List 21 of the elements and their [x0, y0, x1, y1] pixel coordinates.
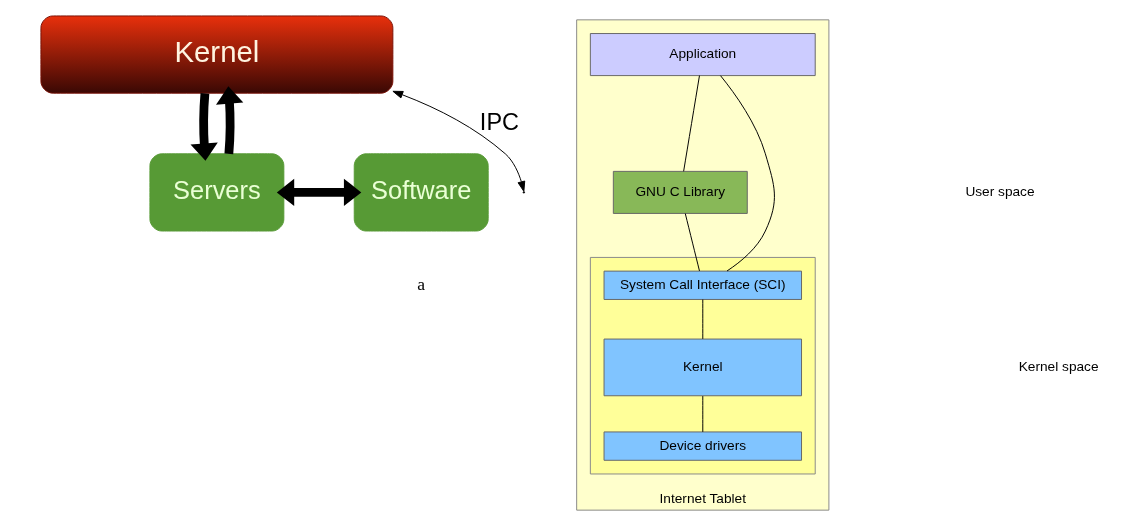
- arrow: [190, 93, 218, 161]
- label: a: [416, 273, 425, 294]
- node-box: Software: [353, 153, 489, 232]
- label: User space: [964, 184, 1035, 200]
- edge-label: IPC: [479, 108, 519, 135]
- connector: [701, 395, 703, 433]
- arrow: [215, 86, 243, 155]
- node-box: Kernel: [603, 338, 802, 397]
- cluster: [589, 256, 816, 475]
- node-box: Kernel: [39, 15, 393, 94]
- node-box: System Call Interface (SCI): [603, 270, 802, 300]
- connector: [682, 75, 700, 172]
- node-box: GNU C Library: [612, 170, 748, 214]
- node-box: Servers: [148, 153, 284, 232]
- connector: [719, 75, 775, 272]
- label: Kernel space: [1018, 359, 1099, 375]
- node-box: Device drivers: [603, 431, 802, 461]
- arrow: [391, 90, 525, 192]
- node-box: Application: [589, 33, 816, 77]
- arrow: [276, 178, 361, 207]
- connector: [701, 299, 703, 340]
